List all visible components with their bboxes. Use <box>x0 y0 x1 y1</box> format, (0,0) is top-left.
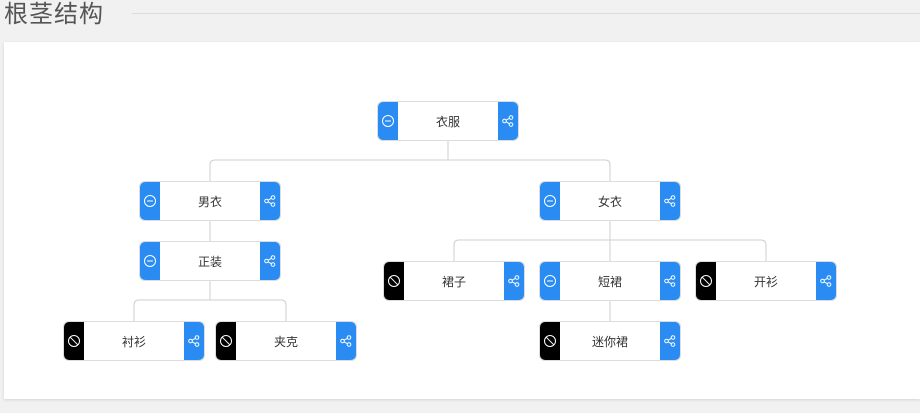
block-icon <box>68 335 80 347</box>
title-divider <box>132 13 920 14</box>
share-icon <box>502 115 514 127</box>
node-label[interactable]: 衬衫 <box>121 334 146 349</box>
node-label[interactable]: 女衣 <box>597 194 622 209</box>
share-button[interactable] <box>660 322 680 360</box>
block-icon <box>544 335 556 347</box>
tree-node-mini-skirt: 迷你裙 <box>539 321 681 361</box>
minus-circle-icon <box>382 115 394 127</box>
share-icon <box>340 335 352 347</box>
share-button[interactable] <box>660 262 680 300</box>
node-label[interactable]: 男衣 <box>197 194 222 209</box>
tree-node-jacket: 夹克 <box>215 321 357 361</box>
tree-node-formal: 正装 <box>139 241 281 281</box>
share-icon <box>264 255 276 267</box>
share-button[interactable] <box>816 262 836 300</box>
block-icon <box>220 335 232 347</box>
share-icon <box>264 195 276 207</box>
connector-women <box>453 220 767 261</box>
block-icon <box>388 275 400 287</box>
share-icon <box>188 335 200 347</box>
node-label[interactable]: 开衫 <box>753 274 778 289</box>
node-label[interactable]: 裙子 <box>441 274 466 289</box>
disabled-toggle <box>384 262 404 300</box>
tree-node-root: 衣服 <box>377 101 519 141</box>
minus-circle-icon <box>544 195 556 207</box>
block-icon <box>700 275 712 287</box>
minus-circle-icon <box>544 275 556 287</box>
node-label[interactable]: 迷你裙 <box>591 334 628 349</box>
share-icon <box>664 335 676 347</box>
share-icon <box>664 275 676 287</box>
share-button[interactable] <box>504 262 524 300</box>
node-label[interactable]: 正装 <box>197 254 222 269</box>
disabled-toggle <box>696 262 716 300</box>
page-title: 根茎结构 <box>4 0 104 28</box>
tree-connectors <box>133 140 767 321</box>
minus-circle-icon <box>144 255 156 267</box>
share-button[interactable] <box>260 182 280 220</box>
share-icon <box>508 275 520 287</box>
tree-node-men: 男衣 <box>139 181 281 221</box>
share-button[interactable] <box>184 322 204 360</box>
share-icon <box>820 275 832 287</box>
collapse-button[interactable] <box>140 182 160 220</box>
collapse-button[interactable] <box>140 242 160 280</box>
collapse-button[interactable] <box>540 262 560 300</box>
share-button[interactable] <box>260 242 280 280</box>
tree-node-short-skirt: 短裙 <box>539 261 681 301</box>
tree-node-cardigan: 开衫 <box>695 261 837 301</box>
disabled-toggle <box>216 322 236 360</box>
tree-node-women: 女衣 <box>539 181 681 221</box>
tree-node-skirt: 裙子 <box>383 261 525 301</box>
share-icon <box>664 195 676 207</box>
disabled-toggle <box>64 322 84 360</box>
collapse-button[interactable] <box>378 102 398 140</box>
node-label[interactable]: 衣服 <box>435 114 460 129</box>
connector-root <box>209 140 611 181</box>
tree-node-shirt: 衬衫 <box>63 321 205 361</box>
share-button[interactable] <box>498 102 518 140</box>
collapse-button[interactable] <box>540 182 560 220</box>
share-button[interactable] <box>660 182 680 220</box>
node-label[interactable]: 夹克 <box>273 334 298 349</box>
connector-formal <box>133 280 287 321</box>
disabled-toggle <box>540 322 560 360</box>
share-button[interactable] <box>336 322 356 360</box>
minus-circle-icon <box>144 195 156 207</box>
tree-canvas: 衣服 男衣 正装 衬衫 <box>4 42 920 399</box>
node-label[interactable]: 短裙 <box>597 274 622 289</box>
